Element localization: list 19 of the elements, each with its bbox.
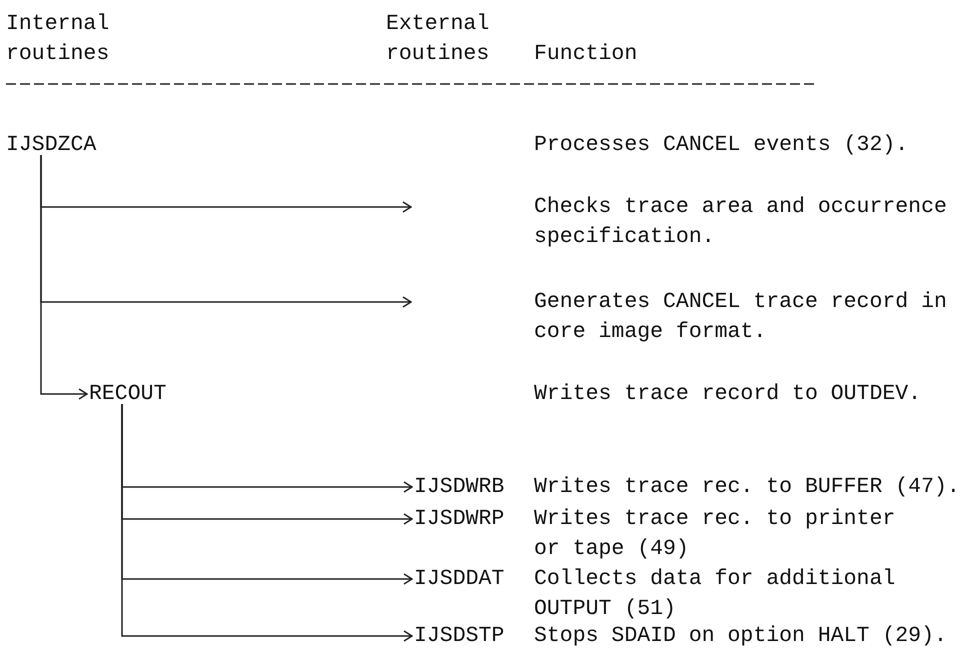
function-description: Writes trace rec. to BUFFER (47).: [534, 474, 961, 501]
function-description: Checks trace area and occurrence specification.: [534, 194, 948, 251]
arrow: [121, 404, 413, 642]
routine-name: IJSDDAT: [414, 564, 504, 594]
column-header: Function: [534, 41, 638, 68]
function-description: Generates CANCEL trace record in core image format.: [534, 289, 948, 346]
function-description: Writes trace record to OUTDEV.: [534, 381, 922, 408]
column-header: External routines: [386, 11, 490, 68]
function-description: Writes trace rec. to printer or tape (49): [534, 506, 896, 563]
routine-name: IJSDWRP: [414, 504, 504, 534]
function-description: Collects data for additional OUTPUT (51): [534, 566, 896, 623]
routine-name: IJSDZCA: [6, 130, 96, 160]
function-description: Stops SDAID on option HALT (29).: [534, 623, 948, 650]
arrow: [40, 155, 88, 400]
function-description: Processes CANCEL events (32).: [534, 132, 910, 159]
routine-name: RECOUT: [89, 379, 166, 409]
routine-name: IJSDSTP: [414, 621, 504, 651]
column-header: Internal routines: [6, 11, 110, 68]
routine-name: IJSDWRB: [414, 472, 504, 502]
